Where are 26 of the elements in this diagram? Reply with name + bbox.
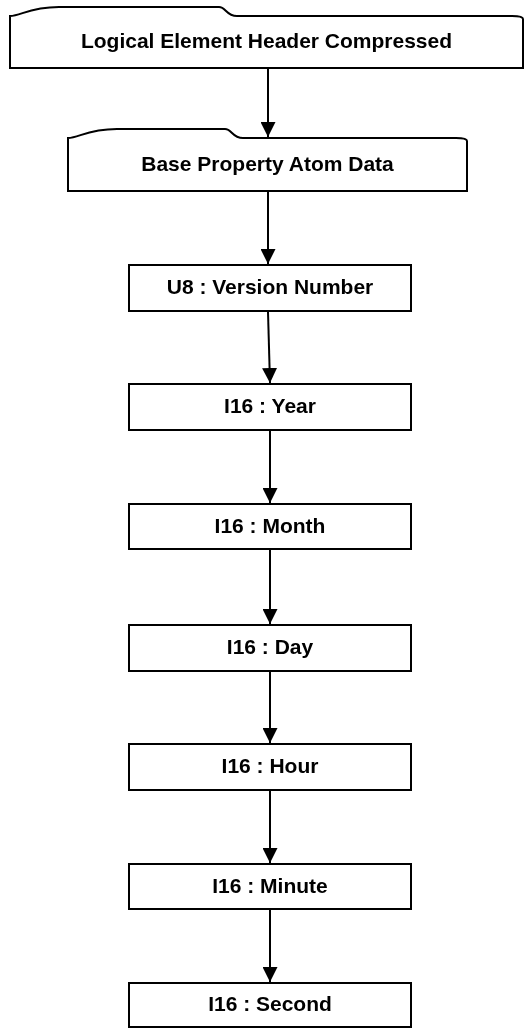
tabbed-box — [67, 128, 468, 192]
tabbed-box — [9, 6, 524, 69]
arrow — [262, 311, 278, 384]
arrow — [260, 68, 276, 138]
box-label: I16 : Day — [226, 635, 314, 659]
process-box — [128, 624, 412, 672]
box-label: U8 : Version Number — [166, 275, 374, 299]
arrow — [262, 671, 278, 744]
process-box — [128, 863, 412, 910]
box-label: I16 : Year — [224, 394, 316, 418]
box-label: I16 : Month — [214, 513, 326, 538]
process-box — [128, 982, 412, 1028]
box-label: I16 : Minute — [212, 873, 328, 898]
box-label: Logical Element Header Compressed — [80, 29, 453, 53]
arrow — [262, 909, 278, 983]
process-box — [128, 743, 412, 791]
arrow — [262, 790, 278, 864]
process-box — [128, 264, 412, 312]
arrow — [262, 549, 278, 625]
box-label: I16 : Hour — [221, 754, 319, 778]
arrow — [260, 191, 276, 265]
box-label: Base Property Atom Data — [141, 151, 394, 176]
process-box — [128, 383, 412, 431]
arrow — [262, 430, 278, 504]
box-label: I16 : Second — [208, 992, 332, 1016]
process-box — [128, 503, 412, 550]
